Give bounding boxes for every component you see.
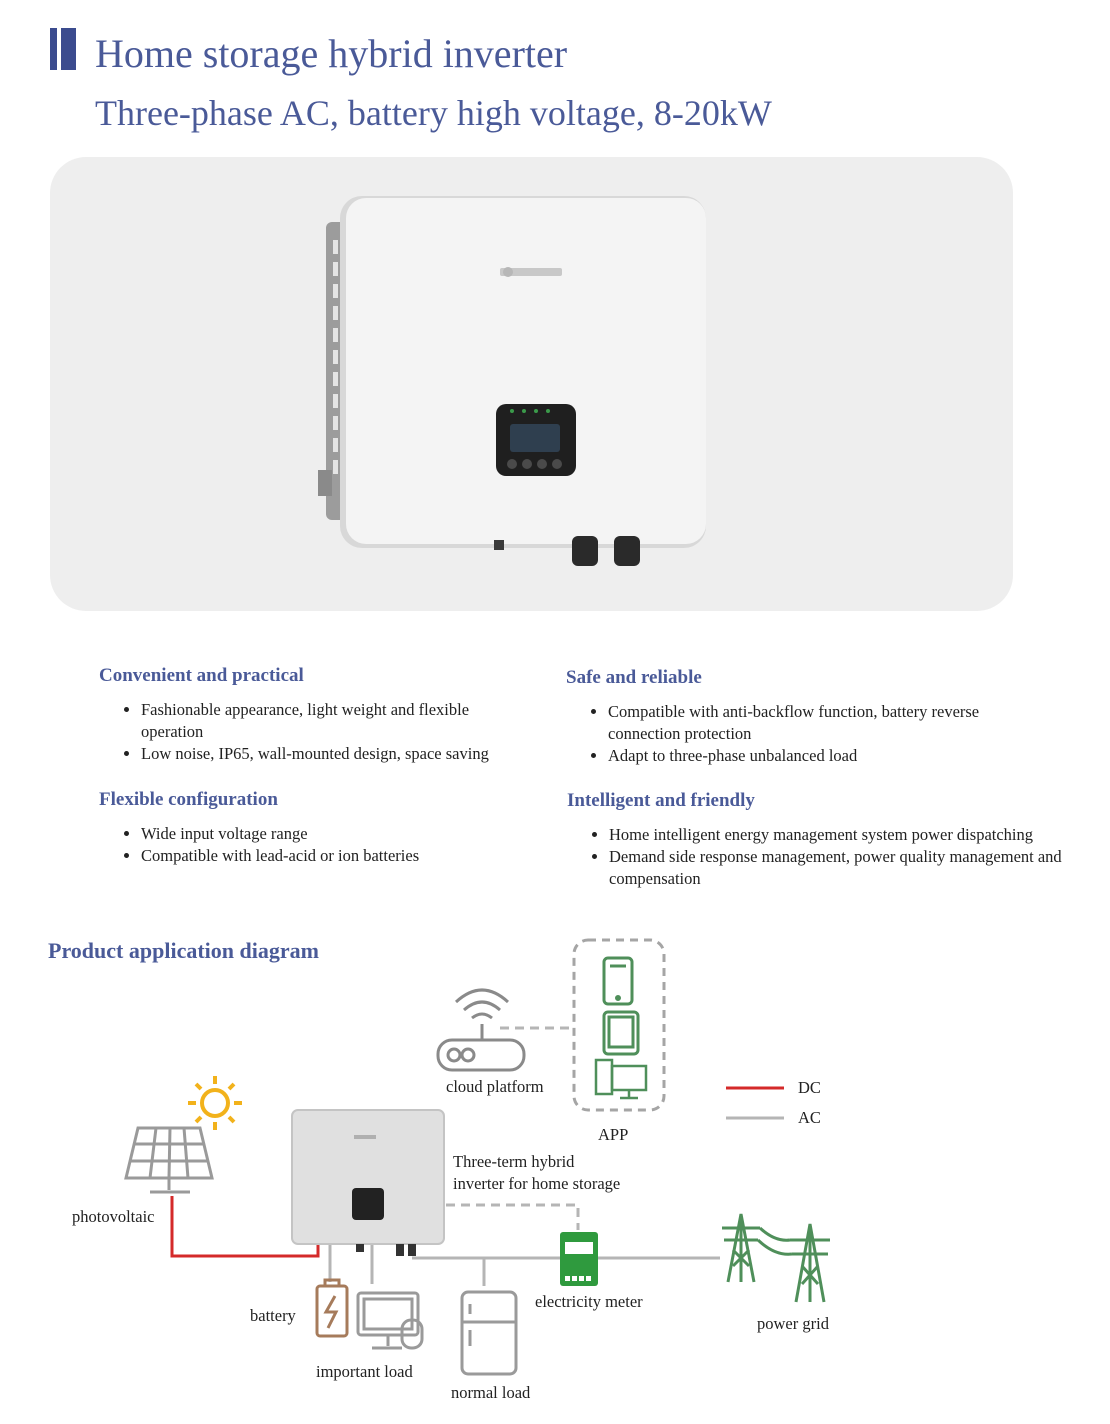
feature-item: Adapt to three-phase unbalanced load (608, 745, 1066, 767)
photovoltaic-label: photovoltaic (72, 1207, 155, 1226)
cloud-platform-label: cloud platform (446, 1077, 544, 1096)
feature-item: Wide input voltage range (141, 823, 539, 845)
feature-item: Compatible with anti-backflow function, … (608, 701, 1028, 745)
legend (726, 1086, 784, 1120)
battery-label: battery (250, 1306, 296, 1325)
feature-item: Low noise, IP65, wall-mounted design, sp… (141, 743, 539, 765)
feature-item: Demand side response management, power q… (609, 846, 1079, 890)
feature-item: Compatible with lead-acid or ion batteri… (141, 845, 539, 867)
smartphone-icon (602, 956, 634, 1006)
monitor-icon (356, 1291, 420, 1350)
feature-flexible: Flexible configuration Wide input voltag… (99, 789, 539, 867)
sun-icon (188, 1076, 242, 1130)
router-icon (436, 988, 526, 1072)
desktop-icon (594, 1058, 648, 1100)
feature-safe: Safe and reliable Compatible with anti-b… (566, 667, 1066, 767)
page-subtitle: Three-phase AC, battery high voltage, 8-… (95, 93, 772, 133)
power-grid-label: power grid (757, 1314, 829, 1333)
inverter-label-line1: Three-term hybrid (453, 1152, 575, 1171)
solar-panel-icon (124, 1126, 214, 1194)
tower-icon (722, 1213, 830, 1303)
page-title: Home storage hybrid inverter (95, 31, 568, 76)
feature-heading: Intelligent and friendly (567, 790, 755, 811)
inverter-label-line2: inverter for home storage (453, 1174, 621, 1193)
communication-lines (446, 1026, 580, 1230)
diagram-inverter-icon (291, 1109, 445, 1256)
electricity-meter-label: electricity meter (535, 1292, 643, 1311)
feature-item: Fashionable appearance, light weight and… (141, 699, 521, 743)
dc-line (170, 1196, 320, 1258)
feature-convenient: Convenient and practical Fashionable app… (99, 665, 539, 765)
feature-heading: Flexible configuration (99, 789, 278, 810)
app-label: APP (598, 1125, 629, 1144)
legend-dc-label: DC (798, 1078, 821, 1097)
fridge-icon (460, 1290, 518, 1376)
tablet-icon (602, 1010, 640, 1056)
battery-icon (315, 1278, 349, 1338)
mouse-icon (400, 1318, 424, 1350)
normal-load-label: normal load (451, 1383, 531, 1402)
app-group-box (572, 938, 666, 1112)
feature-heading: Safe and reliable (566, 667, 702, 688)
feature-heading: Convenient and practical (99, 665, 304, 686)
meter-icon (560, 1232, 598, 1286)
legend-ac-label: AC (798, 1108, 821, 1127)
ac-lines (328, 1244, 720, 1286)
title-accent-bar (50, 28, 76, 70)
feature-item: Home intelligent energy management syste… (609, 824, 1087, 846)
feature-intelligent: Intelligent and friendly Home intelligen… (567, 790, 1087, 890)
important-load-label: important load (316, 1362, 413, 1381)
diagram-title: Product application diagram (48, 938, 319, 963)
